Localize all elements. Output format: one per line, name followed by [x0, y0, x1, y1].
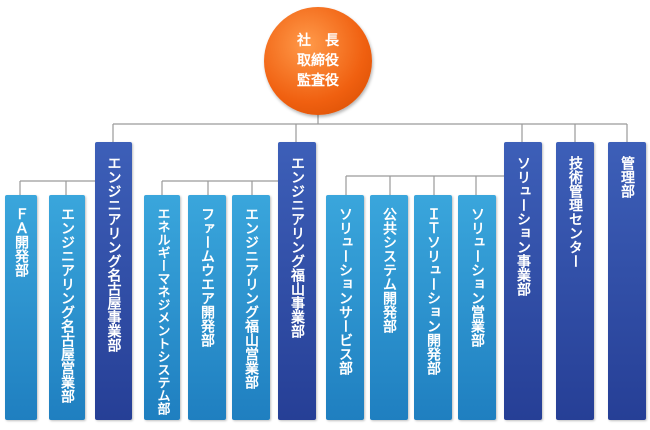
dept-fukuyama-jigyo: エンジニアリング福山事業部: [278, 142, 316, 420]
dept-label: 技術管理センター: [567, 156, 583, 268]
dept-firmware: ファームウエア開発部: [188, 195, 226, 420]
dept-kokyo-system: 公共システム開発部: [370, 195, 408, 420]
dept-gijutsu-kanri-center: 技術管理センター: [556, 142, 594, 420]
dept-label: エンジニアリング名古屋事業部: [105, 156, 122, 352]
dept-label: 管理部: [619, 156, 635, 198]
dept-label: ＩＴソリューション開発部: [425, 207, 441, 375]
dept-label: エンジニアリング名古屋営業部: [59, 207, 75, 403]
ceo-node: 社 長 取締役 監査役: [264, 7, 372, 115]
dept-label: ソリューション事業部: [515, 156, 531, 296]
dept-kanri: 管理部: [608, 142, 646, 420]
dept-label: エンジニアリング福山営業部: [243, 207, 259, 389]
dept-energy-management: エネルギーマネジメントシステム部: [144, 195, 180, 420]
dept-it-solution: ＩＴソリューション開発部: [414, 195, 452, 420]
dept-solution-eigyo: ソリューション営業部: [458, 195, 496, 420]
dept-label: ファームウエア開発部: [199, 207, 215, 347]
dept-label: ＦＡ開発部: [13, 207, 29, 277]
ceo-title-president: 社 長: [297, 33, 339, 49]
dept-nagoya-jigyo: エンジニアリング名古屋事業部: [95, 142, 132, 420]
dept-label: エンジニアリング福山事業部: [289, 156, 305, 338]
dept-fukuyama-eigyo: エンジニアリング福山営業部: [232, 195, 270, 420]
dept-fa-kaihatsu: ＦＡ開発部: [5, 195, 37, 420]
dept-nagoya-eigyo: エンジニアリング名古屋営業部: [49, 195, 85, 420]
ceo-title-director: 取締役: [297, 53, 339, 69]
dept-label: ソリューション営業部: [469, 207, 485, 347]
dept-label: 公共システム開発部: [381, 207, 397, 333]
dept-solution-jigyo: ソリューション事業部: [504, 142, 542, 420]
dept-label: エネルギーマネジメントシステム部: [154, 207, 170, 415]
ceo-title-auditor: 監査役: [297, 73, 339, 89]
dept-label: ソリューションサービス部: [337, 207, 353, 375]
dept-solution-service: ソリューションサービス部: [326, 195, 364, 420]
